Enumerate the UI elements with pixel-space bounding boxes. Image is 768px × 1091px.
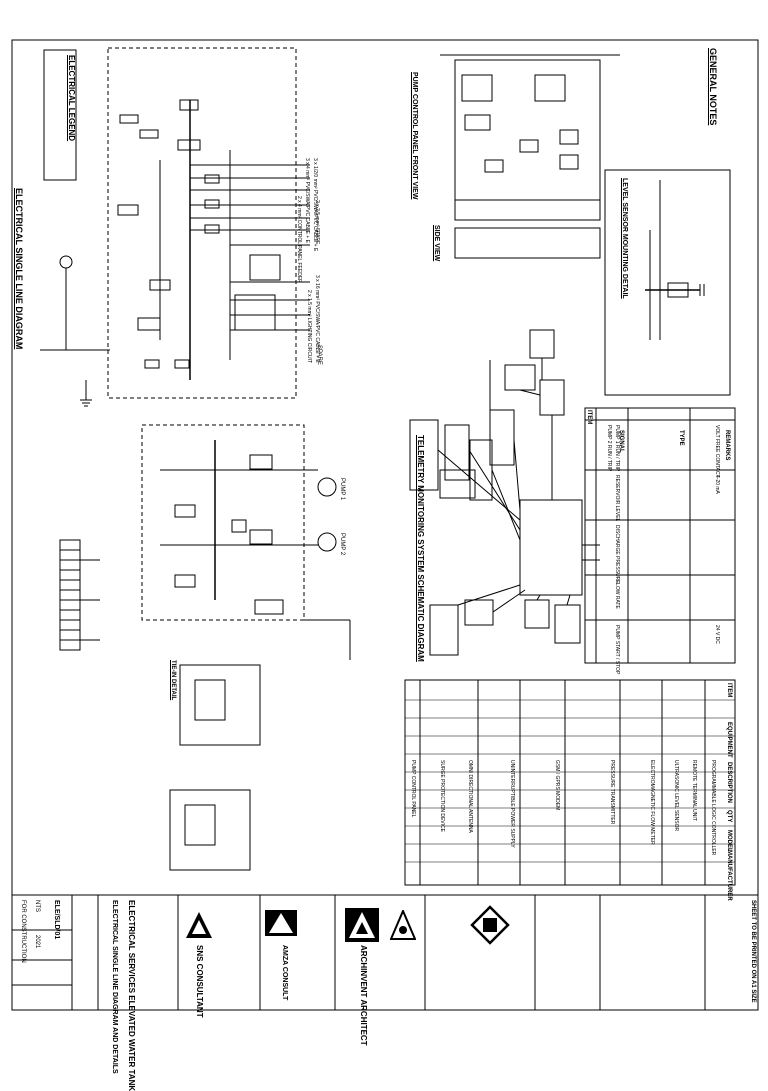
io-row-remarks: 4-20 mA <box>714 475 720 494</box>
legend-table-header: MODEL <box>726 830 732 852</box>
legend-row-description: OMNI DIRECTIONAL ANTENNA <box>467 760 473 833</box>
tie-in-detail-label: TIE-IN DETAIL <box>170 660 176 701</box>
legend-row-description: ULTRASONIC LEVEL SENSOR <box>673 760 679 832</box>
client-name: AMZA CONSULT <box>281 945 288 1001</box>
panel-side-view-label: SIDE VIEW <box>433 225 440 262</box>
io-row-signal: RESERVOIR LEVEL <box>614 475 620 522</box>
engineer-name: SNS CONSULTANT <box>195 945 204 1018</box>
legend-row-description: GSM / GPRS MODEM <box>554 760 560 811</box>
legend-row-description: PRESSURE TRANSMITTER <box>609 760 615 825</box>
engineer-logo-icon <box>186 912 212 938</box>
project-name: ELECTRICAL SERVICES ELEVATED WATER TANK <box>127 900 136 1091</box>
io-row-signal: FLOW RATE <box>614 580 620 609</box>
legend-table-header: MANUFACTURER <box>726 850 732 901</box>
legend-row-description: PROGRAMMABLE LOGIC CONTROLLER <box>710 760 716 856</box>
level-sensor-detail-label: LEVEL SENSOR MOUNTING DETAIL <box>621 178 628 299</box>
io-row-signal: PUMP 2 RUN / TRIP <box>606 425 612 472</box>
legend-row-description: UNINTERRUPTIBLE POWER SUPPLY <box>509 760 515 848</box>
panel-front-view-label: PUMP CONTROL PANEL FRONT VIEW <box>411 72 418 200</box>
telemetry-title: TELEMETRY MONITORING SYSTEM SCHEMATIC DI… <box>416 435 425 662</box>
io-table-header: TYPE <box>678 430 684 446</box>
io-table-header: REMARKS <box>724 430 730 461</box>
io-row-signal: PUMP START / STOP <box>614 625 620 675</box>
drawing-title: ELECTRICAL SINGLE LINE DIAGRAM AND DETAI… <box>111 900 118 1074</box>
drawing-status: FOR CONSTRUCTION <box>20 900 26 963</box>
authority-logo-icon <box>390 910 416 940</box>
consultant-name: ARCHINVENT ARCHITECT <box>359 945 368 1046</box>
feeder-label: 2 x 2.5 mm² SPARE <box>314 200 320 245</box>
legend-table-header: EQUIPMENT <box>726 722 732 758</box>
legend-table-header: ITEM <box>726 683 732 698</box>
building-logo-icon <box>470 905 510 945</box>
legend-row-description: ELECTROMAGNETIC FLOW METER <box>649 760 655 845</box>
io-row-remarks: VOLT FREE CONTACT <box>714 425 720 478</box>
feeder-label: 3 x 4 mm² PVC/SWA/PVC CABLE + E <box>304 158 310 243</box>
io-row-signal: PUMP 1 RUN / TRIP <box>614 425 620 472</box>
general-notes-title: GENERAL NOTES <box>708 48 718 126</box>
consultant-logo-icon <box>345 908 379 942</box>
feeder-label: 3 x 16 mm² PVC/SWA/PVC CABLE + E <box>314 275 320 363</box>
drawing-date: 2021 <box>34 935 40 949</box>
drawing-number: ELE/SLD/01 <box>53 900 60 940</box>
io-row-remarks: 24 V DC <box>714 625 720 644</box>
legend-table-header: QTY <box>726 810 732 823</box>
legend-row-description: PUMP CONTROL PANEL <box>410 760 416 818</box>
pump-2-label: PUMP 2 <box>339 533 345 556</box>
feeder-label: 2 x 4 mm² CONTROL PANEL FEEDER <box>296 196 302 283</box>
single-line-title: ELECTRICAL SINGLE LINE DIAGRAM <box>14 188 24 350</box>
electrical-legend-title: ELECTRICAL LEGEND <box>67 55 76 142</box>
io-table-header: ITEM <box>586 410 592 425</box>
feeder-label: 2 x 1.5 mm² LIGHTING CIRCUIT <box>306 290 312 364</box>
legend-row-description: REMOTE TERMINAL UNIT <box>691 760 697 821</box>
io-row-signal: DISCHARGE PRESSURE <box>614 525 620 584</box>
schematic-drawing <box>11 39 759 1011</box>
sheet-size-note: SHEET TO BE PRINTED ON A1 SIZE <box>750 900 756 1003</box>
drawing-sheet: ELECTRICAL SINGLE LINE DIAGRAM ELECTRICA… <box>11 39 759 1091</box>
pump-1-label: PUMP 1 <box>339 478 345 501</box>
legend-table-header: DESCRIPTION <box>726 762 732 804</box>
client-logo-icon <box>265 910 297 936</box>
drawing-scale: NTS <box>34 900 40 912</box>
legend-row-description: SURGE PROTECTION DEVICE <box>439 760 445 832</box>
